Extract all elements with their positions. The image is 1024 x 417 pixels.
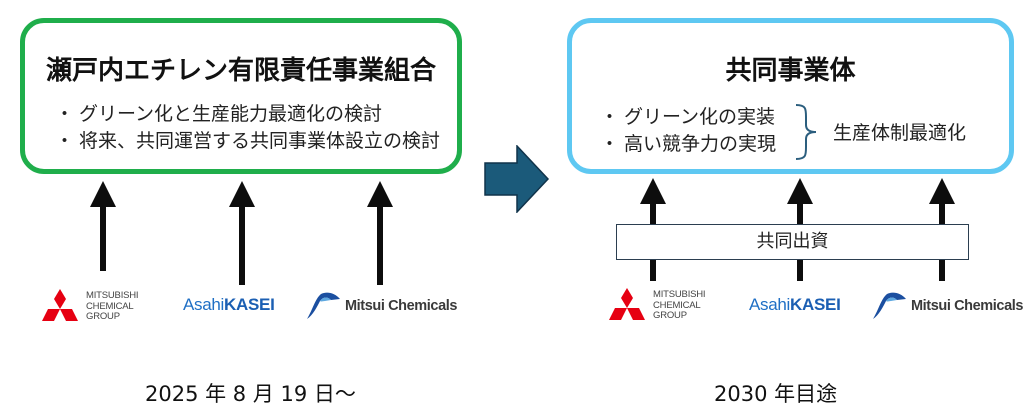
- asahi-wordmark-bold: KASEI: [790, 295, 841, 314]
- mitsui-wordmark: Mitsui Chemicals: [345, 298, 458, 314]
- bullet-item: ・将来、共同運営する共同事業体設立の検討: [55, 128, 440, 155]
- wave-icon: [873, 292, 906, 319]
- bullet-marker: ・: [55, 103, 75, 125]
- mitsui-wordmark: Mitsui Chemicals: [911, 298, 1024, 314]
- bullet-item: ・高い競争力の実現: [600, 131, 776, 158]
- up-arrow-icon: [229, 181, 255, 285]
- mitsui-chemicals-logo: Mitsui Chemicals: [871, 291, 1023, 321]
- bullet-marker: ・: [600, 133, 620, 155]
- right-brace-icon: [795, 104, 817, 160]
- logo-line: GROUP: [86, 311, 120, 323]
- logo-line: GROUP: [653, 310, 687, 322]
- mitsubishi-chemical-wordmark: MITSUBISHI CHEMICAL GROUP: [653, 289, 706, 322]
- logo-line: MITSUBISHI: [86, 290, 139, 302]
- bullet-text: 将来、共同運営する共同事業体設立の検討: [79, 130, 441, 152]
- mitsubishi-chemical-logo: MITSUBISHI CHEMICAL GROUP: [607, 288, 706, 324]
- left-panel-title: 瀬戸内エチレン有限責任事業組合: [45, 56, 436, 86]
- right-date-label: 2030 年目途: [714, 382, 838, 406]
- mitsubishi-chemical-logo: MITSUBISHI CHEMICAL GROUP: [40, 289, 139, 325]
- left-date-label: 2025 年 8 月 19 日～: [145, 382, 356, 406]
- bullet-text: グリーン化の実装: [624, 106, 776, 128]
- right-panel-title: 共同事業体: [725, 56, 856, 86]
- bullet-marker: ・: [600, 106, 620, 128]
- mitsui-chemicals-logo: Mitsui Chemicals: [305, 291, 457, 321]
- bullet-text: 高い競争力の実現: [624, 133, 777, 155]
- mitsubishi-chemical-wordmark: MITSUBISHI CHEMICAL GROUP: [86, 290, 139, 323]
- joint-investment-bar: 共同出資: [616, 224, 969, 260]
- bullet-marker: ・: [55, 130, 75, 152]
- left-panel-bullets: ・グリーン化と生産能力最適化の検討 ・将来、共同運営する共同事業体設立の検討: [55, 101, 440, 155]
- wave-icon: [307, 292, 340, 319]
- logo-line: CHEMICAL: [86, 300, 134, 312]
- bullet-item: ・グリーン化の実装: [600, 104, 776, 131]
- up-arrow-icon: [367, 181, 393, 285]
- three-diamonds-icon: [609, 288, 645, 320]
- asahi-wordmark-light: Asahi: [183, 295, 225, 314]
- logo-line: CHEMICAL: [653, 299, 701, 311]
- three-diamonds-icon: [42, 289, 78, 321]
- bullet-item: ・グリーン化と生産能力最適化の検討: [55, 101, 440, 128]
- right-panel-box: 共同事業体 ・グリーン化の実装 ・高い競争力の実現 生産体制最適化: [567, 18, 1014, 174]
- right-panel-bullets: ・グリーン化の実装 ・高い競争力の実現: [600, 104, 776, 158]
- result-label: 生産体制最適化: [833, 122, 967, 144]
- logo-line: MITSUBISHI: [653, 289, 706, 301]
- left-panel-box: 瀬戸内エチレン有限責任事業組合 ・グリーン化と生産能力最適化の検討 ・将来、共同…: [20, 18, 462, 174]
- right-arrow-icon: [484, 145, 550, 213]
- up-arrow-icon: [90, 181, 116, 271]
- asahi-wordmark-bold: KASEI: [224, 295, 275, 314]
- asahi-wordmark-light: Asahi: [749, 295, 791, 314]
- bullet-text: グリーン化と生産能力最適化の検討: [79, 103, 383, 125]
